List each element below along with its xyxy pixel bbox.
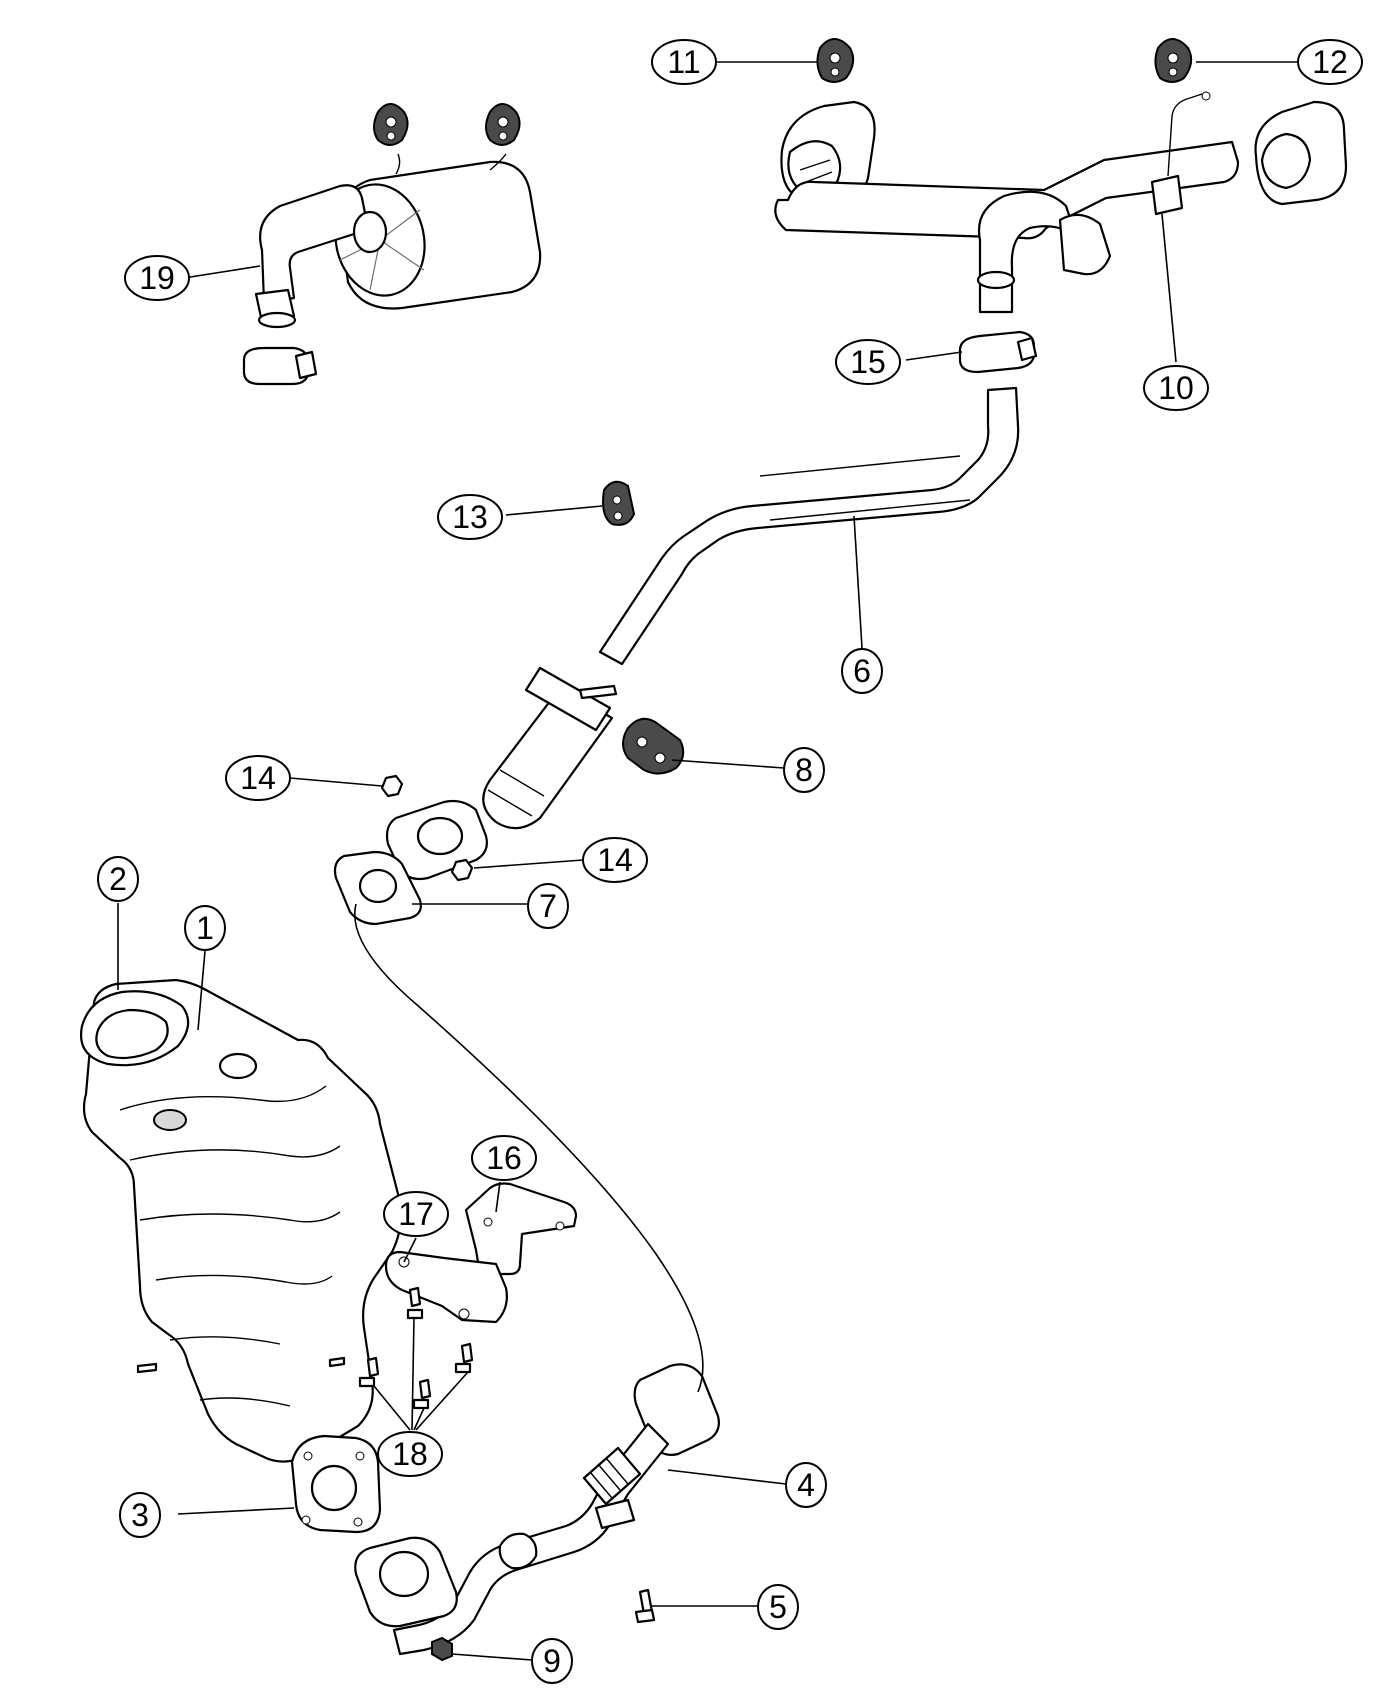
bracket-17 bbox=[384, 1250, 508, 1324]
gasket-7 bbox=[333, 850, 422, 926]
callout-label: 3 bbox=[131, 1497, 149, 1533]
callout-label: 17 bbox=[398, 1196, 434, 1232]
flange-connection-line bbox=[354, 903, 704, 1393]
callout-14-upper: 14 bbox=[225, 755, 291, 801]
callout-15: 15 bbox=[835, 339, 901, 385]
callout-8: 8 bbox=[783, 747, 825, 793]
callout-label: 6 bbox=[853, 653, 871, 689]
callout-label: 19 bbox=[139, 260, 175, 296]
callout-16: 16 bbox=[471, 1135, 537, 1181]
callout-3: 3 bbox=[119, 1492, 161, 1538]
isolator-right bbox=[485, 103, 521, 146]
callout-7: 7 bbox=[527, 883, 569, 929]
callout-10: 10 bbox=[1143, 365, 1209, 411]
callout-13: 13 bbox=[437, 494, 503, 540]
nut-14-lower bbox=[450, 858, 474, 882]
callout-label: 9 bbox=[543, 1643, 561, 1679]
callout-label: 5 bbox=[769, 1589, 787, 1625]
front-pipe bbox=[354, 1363, 720, 1656]
callout-label: 16 bbox=[486, 1140, 522, 1176]
callout-1: 1 bbox=[184, 905, 226, 951]
isolator-13 bbox=[602, 480, 636, 526]
callout-19: 19 bbox=[124, 255, 190, 301]
callout-5: 5 bbox=[757, 1584, 799, 1630]
bracket-16 bbox=[464, 1182, 578, 1276]
callout-9: 9 bbox=[531, 1638, 573, 1684]
callout-14-lower: 14 bbox=[582, 837, 648, 883]
callout-label: 15 bbox=[850, 344, 886, 380]
exhaust-manifold-converter bbox=[79, 978, 403, 1463]
callout-label: 8 bbox=[795, 752, 813, 788]
callout-11: 11 bbox=[651, 39, 717, 85]
nut-9 bbox=[431, 1636, 453, 1662]
clamp-15 bbox=[958, 330, 1038, 374]
isolator-12 bbox=[1154, 38, 1193, 83]
isolator-left bbox=[373, 103, 409, 146]
callout-label: 1 bbox=[196, 910, 214, 946]
isolator-11 bbox=[816, 38, 855, 83]
callout-label: 13 bbox=[452, 499, 488, 535]
isolator-8 bbox=[622, 717, 685, 775]
callout-label: 14 bbox=[240, 760, 276, 796]
callout-label: 12 bbox=[1312, 44, 1348, 80]
intermediate-pipe bbox=[385, 386, 1020, 881]
bolt-5 bbox=[634, 1588, 656, 1624]
callout-label: 10 bbox=[1158, 370, 1194, 406]
callout-2: 2 bbox=[97, 856, 139, 902]
callout-label: 2 bbox=[109, 861, 127, 897]
rear-pipe-assembly bbox=[774, 91, 1348, 314]
gasket-3 bbox=[290, 1434, 382, 1534]
rear-muffler-assembly bbox=[242, 103, 542, 386]
callout-label: 18 bbox=[392, 1436, 428, 1472]
callout-17: 17 bbox=[383, 1191, 449, 1237]
nut-14-upper bbox=[380, 774, 404, 798]
callout-label: 14 bbox=[597, 842, 633, 878]
callout-18: 18 bbox=[377, 1431, 443, 1477]
callout-6: 6 bbox=[841, 648, 883, 694]
callout-label: 11 bbox=[667, 44, 700, 80]
callout-12: 12 bbox=[1297, 39, 1363, 85]
leader-lines bbox=[117, 61, 1302, 1661]
clamp-19 bbox=[242, 346, 318, 386]
callout-4: 4 bbox=[785, 1462, 827, 1508]
callout-label: 7 bbox=[539, 888, 557, 924]
callout-label: 4 bbox=[797, 1467, 815, 1503]
